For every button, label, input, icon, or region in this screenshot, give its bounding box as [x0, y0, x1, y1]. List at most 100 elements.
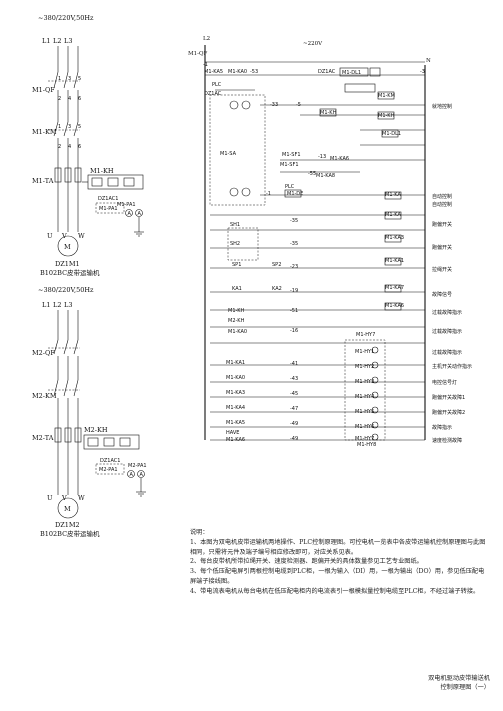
ctl-left-label-plc2: PLC — [285, 184, 295, 190]
ctl-left-label-plc: PLC — [212, 82, 222, 88]
wire-num-18: -3 — [420, 69, 425, 75]
motor2-sensor-label: DZ1AC1 — [100, 458, 120, 464]
ctl-left-label-sa: M1-SA — [220, 151, 237, 157]
motor2-tag: DZ1M2 — [55, 521, 80, 529]
motor2-meter-label: M2-PA1 — [99, 467, 118, 473]
sw-0: SH1 — [230, 222, 240, 228]
motor1-phase-l3: L3 — [64, 37, 72, 45]
wire-num-1: -1 — [266, 191, 271, 197]
sw-8: M1-KA0 — [228, 329, 247, 335]
motor1-breaker-label: M1-QF — [32, 86, 55, 94]
ctl-lamp-5: M1-HY5 — [355, 409, 374, 415]
fn-label-5: 拉绳开关 — [432, 266, 452, 273]
sw-4: KA1 — [232, 286, 242, 292]
fn-label-13: 跑偏开关故障2 — [432, 409, 465, 416]
fn-label-8: 过载故障指示 — [432, 328, 462, 335]
motor1-supply-label: ~380/220V,50Hz — [38, 14, 94, 22]
motor2-phase-l3: L3 — [64, 301, 72, 309]
note-item-4: 4、带电流表电机从每台电机在低压配电柜内的电流表引一根模拟量控制电缆至PLC柜，… — [190, 587, 480, 595]
ctl-lamp-6: M1-HY6 — [355, 424, 374, 430]
ctl-top-relay-dz1ac: DZ1AC — [318, 69, 336, 75]
ctl-coil-1: M1-KH — [320, 110, 337, 116]
wire-num-12: -45 — [290, 391, 298, 397]
svg-text:6: 6 — [78, 144, 81, 150]
fn-label-15: 速度检测故障 — [432, 437, 462, 444]
ctl-coil-9: M1-KA6 — [385, 303, 404, 309]
motor2-relay-label: M2-TA — [32, 434, 54, 442]
wire-num-17: -1 — [203, 62, 208, 68]
ctl-coil-5: M1-KA — [385, 212, 401, 218]
wire-num-5: -35 — [290, 241, 298, 247]
motor2-phase-l1: L1 — [42, 301, 50, 309]
ctl-lamp-7: M1-HY7 — [355, 436, 374, 442]
notes-title: 说明： — [190, 529, 209, 536]
motor2-contactor-label: M2-KM — [32, 392, 57, 400]
ctl-coil-4: M1-KA — [385, 192, 401, 198]
drawing-title-block: 双电机驱动皮带输送机 控制原理图（一） — [380, 674, 490, 692]
wire-num-0: -53 — [250, 69, 258, 75]
svg-text:4: 4 — [68, 144, 71, 150]
note-item-1: 1、本图为双电机皮带运输机两地操作、PLC控制原理图。可控电机一览表中各皮带运输… — [190, 538, 486, 556]
ctl-left-label-dz1ac: DZ1AC — [204, 91, 222, 97]
svg-text:M1-PA1: M1-PA1 — [99, 206, 118, 212]
fn-label-4: 跑偏开关 — [432, 244, 452, 251]
sw-14: HAVE — [226, 430, 239, 436]
wire-num-4: -35 — [290, 218, 298, 224]
control-circuit: L2 ~220V M1-QF N M1-KA5 M1-KA0 PLC DZ1AC… — [188, 36, 472, 448]
ctl-lamp-8: M1-HY8 — [357, 442, 376, 448]
motor1-terminal-v: V — [61, 232, 67, 240]
motor1-relay-label: M1-TA — [32, 177, 54, 185]
fn-label-2: 自动控制 — [432, 201, 452, 208]
motor2-phase-l2: L2 — [53, 301, 61, 309]
motor2-thermal-label: M2-KH — [84, 426, 108, 434]
motor2-terminal-u: U — [47, 494, 53, 502]
fn-label-6: 故障信号 — [432, 291, 452, 298]
fn-label-12: 跑偏开关故障1 — [432, 394, 465, 401]
motor2-meter2-label: M2-PA1 — [128, 463, 147, 469]
ctl-coil-3: M1-DL1 — [382, 131, 401, 137]
ctl-coil-6: M1-KA3 — [385, 235, 404, 241]
svg-text:5: 5 — [78, 76, 81, 82]
motor1-tag: DZ1M1 — [55, 260, 80, 268]
ctl-coil-0: M1-KM — [378, 93, 395, 99]
wire-num-2: -55 — [308, 171, 316, 177]
motor1-phase-l2: L2 — [53, 37, 61, 45]
svg-text:1: 1 — [58, 76, 61, 82]
motor1-symbol — [57, 235, 79, 257]
fn-label-14: 故障指示 — [432, 424, 452, 431]
wire-num-13: -47 — [290, 406, 298, 412]
wire-num-11: -43 — [290, 376, 298, 382]
ctl-left-label-sf1: M1-SF1 — [280, 162, 299, 168]
motor2-symbol — [57, 497, 79, 519]
svg-text:3: 3 — [68, 124, 71, 130]
ctl-left-label-ka0: M1-KA0 — [228, 69, 247, 75]
wire-num-19: -5 — [296, 102, 301, 108]
svg-text:A: A — [130, 472, 134, 478]
ctl-left-label-ka5: M1-KA5 — [204, 69, 223, 75]
control-voltage: ~220V — [303, 41, 323, 47]
fn-label-7: 过载故障指示 — [432, 309, 462, 316]
svg-text:6: 6 — [78, 96, 81, 102]
motor1-caption: B102BC皮带运输机 — [40, 268, 100, 277]
sw-17: M1-KA6 — [330, 156, 349, 162]
sw-9: M1-KA1 — [226, 360, 245, 366]
wire-num-10: -41 — [290, 361, 298, 367]
svg-text:A: A — [138, 211, 142, 217]
motor1-pa-label: M1-PA1 — [117, 202, 136, 208]
sw-19: M1-DE — [287, 191, 303, 197]
motor2-terminal-v: V — [61, 494, 67, 502]
svg-text:A: A — [140, 472, 144, 478]
fn-label-3: 跑偏开关 — [432, 221, 452, 228]
motor1-sensor-label: DZ1AC1 — [98, 196, 118, 202]
svg-text:4: 4 — [68, 96, 71, 102]
control-breaker-label: M1-QF — [188, 51, 207, 57]
sw-18: M1-KA8 — [316, 173, 335, 179]
motor2-breaker-label: M2-QF — [32, 349, 55, 357]
sw-7: M2-KH — [228, 318, 245, 324]
drawing-title-line1: 双电机驱动皮带输送机 — [428, 675, 490, 682]
sw-6: M1-KH — [228, 308, 245, 314]
wire-num-9: -16 — [290, 328, 298, 334]
note-item-2: 2、每台皮带机所带拉绳开关、速度检测器、跑偏开关的具体数量参见工艺专业图纸。 — [190, 558, 423, 566]
